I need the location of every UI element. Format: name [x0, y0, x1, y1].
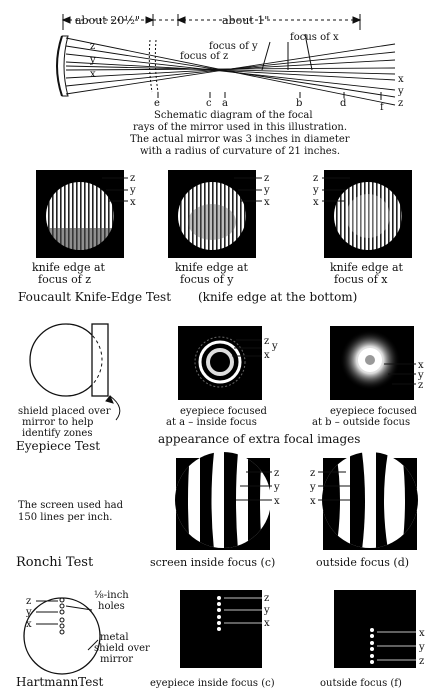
caption-line-4: with a radius of curvature of 21 inches. [140, 146, 340, 157]
ray-label-right-y: y [397, 86, 404, 97]
shield-caption-2: mirror to help [22, 417, 93, 428]
ronchi-inside-label-y: y [273, 482, 280, 493]
ray-label-right-z: z [398, 98, 403, 109]
position-e: e [154, 98, 160, 109]
eyepiece-shield-diagram [29, 323, 121, 421]
foucault-3-caption-2: focus of x [334, 273, 388, 286]
eyepiece-inside-label-x: x [264, 350, 270, 361]
eyepiece-inside-caption-1: eyepiece focused [180, 406, 268, 417]
ray-label-right-x: x [398, 74, 404, 85]
foucault-1-label-y: y [129, 185, 136, 196]
metal-shield-caption-2: shield over [94, 643, 150, 654]
ray-label-left-x: x [90, 69, 96, 80]
focus-x-label: focus of x [290, 32, 339, 43]
metal-shield-caption-1: metal [100, 632, 129, 643]
focus-z-label: focus of z [180, 51, 228, 62]
ronchi-outside-caption: outside focus (d) [316, 556, 409, 569]
dim-right-label: about 1" [222, 14, 269, 27]
position-b: b [296, 98, 302, 109]
ronchi-text: The screen used had 150 lines per inch. … [16, 468, 409, 570]
eyepiece-subtitle: appearance of extra focal images [158, 432, 360, 446]
hartmann-outside-label-y: y [418, 642, 425, 653]
foucault-1-label-z: z [130, 173, 135, 184]
eyepiece-inside-caption-2: at a – inside focus [166, 417, 257, 428]
dim-left-label: about 20½" [75, 14, 140, 27]
focus-y-label: focus of y [209, 41, 258, 52]
hartmann-outside-label-z: z [419, 656, 424, 667]
ronchi-outside-label-y: y [309, 482, 316, 493]
ronchi-outside-label-x: x [310, 496, 316, 507]
eyepiece-outside-caption-1: eyepiece focused [330, 406, 418, 417]
position-a: a [222, 98, 228, 109]
eyepiece-inside-label-y: y [271, 341, 278, 352]
caption-line-2: rays of the mirror used in this illustra… [133, 122, 347, 133]
ronchi-note-2: 150 lines per inch. [18, 512, 112, 523]
foucault-1-caption-1: knife edge at [32, 261, 106, 274]
metal-shield-caption-3: mirror [100, 654, 133, 665]
hartmann-inside-label-x: x [264, 618, 270, 629]
ronchi-note-1: The screen used had [18, 500, 124, 511]
hartmann-outside-label-x: x [419, 628, 425, 639]
foucault-1-caption-2: focus of z [38, 273, 91, 286]
position-c: c [206, 98, 212, 109]
foucault-title: Foucault Knife-Edge Test [18, 290, 171, 304]
eyepiece-outside-caption-2: at b – outside focus [312, 417, 410, 428]
foucault-3-label-z: z [313, 173, 318, 184]
schematic-diagram [56, 14, 396, 106]
hartmann-label-z: z [26, 596, 31, 607]
hartmann-inside-caption: eyepiece inside focus (c) [150, 678, 275, 689]
ronchi-inside-label-x: x [274, 496, 280, 507]
shield-caption-3: identify zones [22, 428, 92, 439]
hartmann-label-y: y [25, 607, 32, 618]
ray-label-left-y: y [89, 55, 96, 66]
hartmann-shield-diagram [23, 597, 101, 675]
foucault-3-label-y: y [312, 185, 319, 196]
hartmann-inside-label-y: y [263, 605, 270, 616]
ronchi-outside-label-z: z [310, 468, 315, 479]
holes-caption-1: ⅛-inch [94, 590, 129, 601]
foucault-2-caption-1: knife edge at [175, 261, 249, 274]
foucault-text: z y x z y x z y x knife edge at focus of… [18, 173, 404, 304]
position-d: d [340, 98, 347, 109]
hartmann-outside-caption: outside focus (f) [320, 678, 402, 689]
position-f: f [380, 102, 385, 113]
foucault-panel-3 [322, 170, 412, 258]
ray-label-left-z: z [90, 41, 95, 52]
eyepiece-panel-inside [178, 326, 262, 400]
foucault-1-label-x: x [130, 197, 136, 208]
foucault-3-caption-1: knife edge at [330, 261, 404, 274]
foucault-3-label-x: x [313, 197, 319, 208]
holes-caption-2: holes [98, 601, 125, 612]
caption-line-3: The actual mirror was 3 inches in diamet… [130, 134, 350, 145]
foucault-panel-1 [36, 170, 128, 258]
ronchi-panel-inside [175, 452, 272, 550]
eyepiece-inside-label-z: z [264, 336, 269, 347]
eyepiece-outside-label-x: x [418, 360, 424, 371]
hartmann-label-x: x [26, 619, 32, 630]
foucault-2-caption-2: focus of y [180, 273, 234, 286]
eyepiece-outside-label-z: z [418, 380, 423, 391]
shield-caption-1: shield placed over [18, 406, 111, 417]
hartmann-panel-inside [180, 590, 262, 668]
hartmann-text: z y x ⅛-inch holes metal shield over mir… [16, 590, 425, 689]
caption-line-1: Schematic diagram of the focal [154, 110, 313, 121]
hartmann-panel-outside [334, 590, 416, 668]
ronchi-inside-caption: screen inside focus (c) [150, 556, 275, 569]
eyepiece-outside-label-y: y [417, 370, 424, 381]
foucault-2-label-z: z [264, 173, 269, 184]
eyepiece-text: shield placed over mirror to help identi… [16, 336, 424, 453]
foucault-2-label-x: x [264, 197, 270, 208]
ronchi-title: Ronchi Test [16, 555, 94, 570]
hartmann-title: HartmannTest [16, 675, 104, 689]
eyepiece-title: Eyepiece Test [16, 439, 100, 453]
schematic-text: about 20½" about 1" focus of x focus of … [75, 14, 404, 157]
ronchi-inside-label-z: z [274, 468, 279, 479]
hartmann-inside-label-z: z [264, 593, 269, 604]
ronchi-panel-outside [318, 452, 418, 550]
foucault-note: (knife edge at the bottom) [198, 290, 357, 304]
foucault-2-label-y: y [263, 185, 270, 196]
eyepiece-panel-outside [330, 326, 416, 400]
foucault-panel-2 [168, 170, 262, 258]
